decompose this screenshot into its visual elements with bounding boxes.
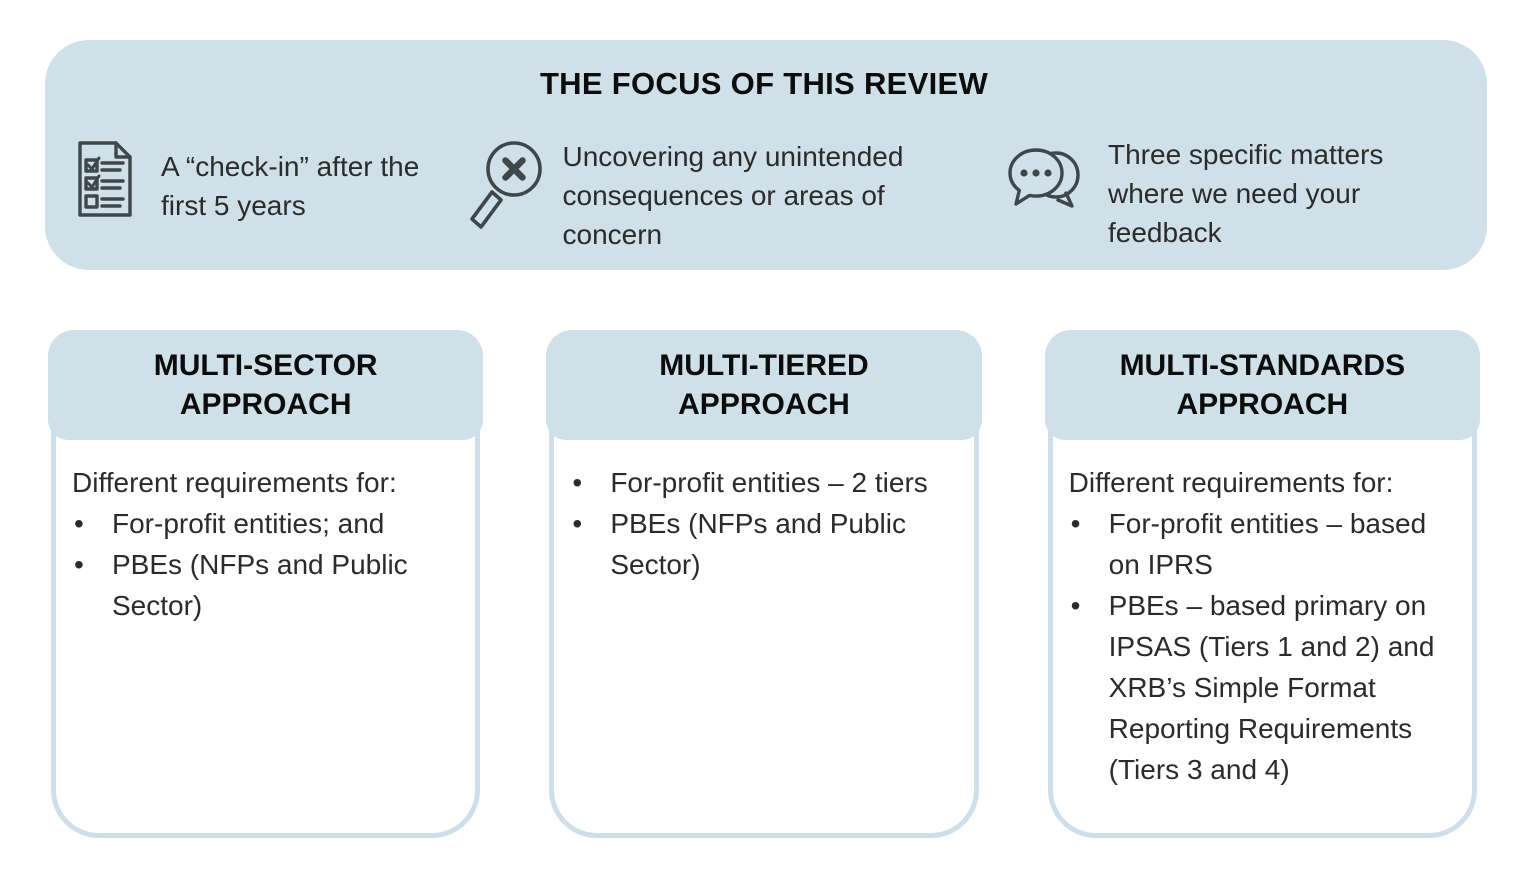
banner-item-text: Uncovering any unintended consequences o… bbox=[562, 141, 904, 250]
banner-item-feedback: Three specific matters where we need you… bbox=[1002, 139, 1453, 252]
bullet-item: PBEs – based primary on IPSAS (Tiers 1 a… bbox=[1069, 585, 1460, 790]
card-title: MULTI-STANDARDS APPROACH bbox=[1044, 330, 1480, 440]
card-multi-standards: MULTI-STANDARDS APPROACH Different requi… bbox=[1044, 330, 1480, 838]
card-body: Different requirements for: For-profit e… bbox=[51, 428, 481, 838]
bullet-item: PBEs (NFPs and Public Sector) bbox=[72, 544, 463, 626]
checklist-icon bbox=[75, 139, 135, 219]
banner-item-text: A “check-in” after the first 5 years bbox=[161, 151, 420, 221]
chat-bubbles-icon bbox=[1002, 145, 1084, 217]
card-body: Different requirements for: For-profit e… bbox=[1047, 428, 1477, 838]
card-body: For-profit entities – 2 tiers PBEs (NFPs… bbox=[549, 428, 979, 838]
bullet-item: For-profit entities – 2 tiers bbox=[570, 462, 961, 503]
card-intro: Different requirements for: bbox=[72, 467, 397, 498]
card-bullet-list: For-profit entities; and PBEs (NFPs and … bbox=[68, 503, 463, 626]
card-intro: Different requirements for: bbox=[1068, 467, 1394, 498]
card-multi-sector: MULTI-SECTOR APPROACH Different requirem… bbox=[48, 330, 484, 838]
banner-item-check-in: A “check-in” after the first 5 years bbox=[75, 139, 421, 225]
bullet-item: For-profit entities – based on IPRS bbox=[1069, 503, 1460, 585]
card-bullet-list: For-profit entities – based on IPRS PBEs… bbox=[1065, 503, 1460, 790]
card-bullet-list: For-profit entities – 2 tiers PBEs (NFPs… bbox=[566, 462, 961, 585]
bullet-item: For-profit entities; and bbox=[72, 503, 463, 544]
bullet-item: PBEs (NFPs and Public Sector) bbox=[570, 503, 961, 585]
card-multi-tiered: MULTI-TIERED APPROACH For-profit entitie… bbox=[546, 330, 982, 838]
banner-item-consequences: Uncovering any unintended consequences o… bbox=[459, 139, 965, 254]
banner-title: THE FOCUS OF THIS REVIEW bbox=[539, 66, 989, 101]
banner-items: A “check-in” after the first 5 years Unc… bbox=[75, 139, 1453, 254]
focus-banner: THE FOCUS OF THIS REVIEW bbox=[45, 40, 1487, 270]
card-title: MULTI-SECTOR APPROACH bbox=[48, 330, 484, 440]
banner-item-text: Three specific matters where we need you… bbox=[1108, 139, 1384, 248]
approach-cards: MULTI-SECTOR APPROACH Different requirem… bbox=[48, 330, 1480, 838]
card-title: MULTI-TIERED APPROACH bbox=[546, 330, 982, 440]
magnifier-x-icon bbox=[459, 139, 543, 233]
